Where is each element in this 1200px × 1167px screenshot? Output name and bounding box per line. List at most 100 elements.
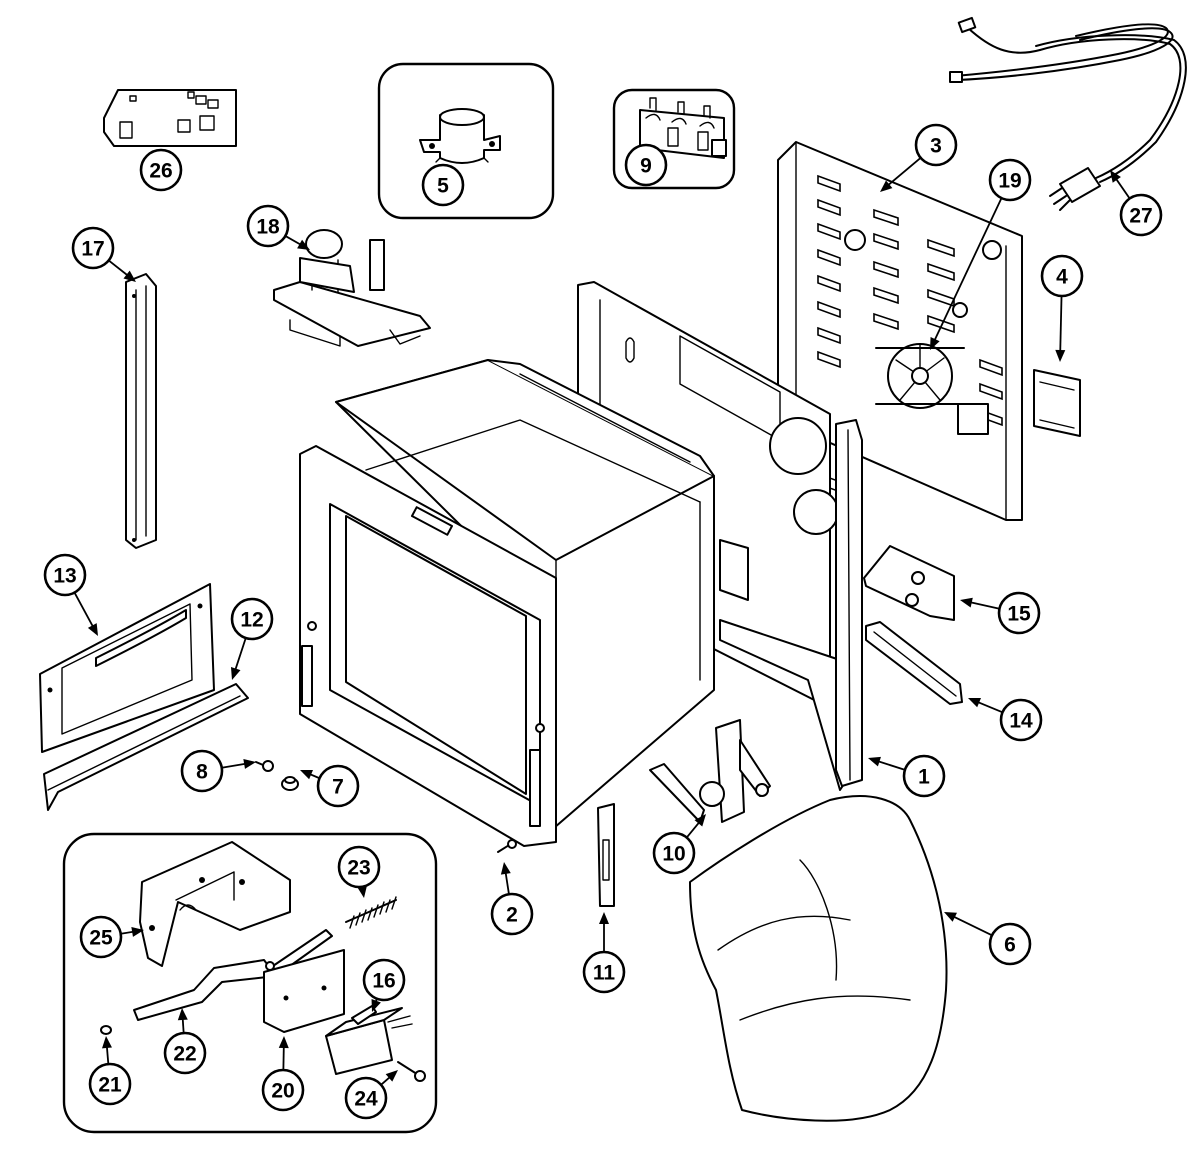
callout-3: 3 [914, 123, 958, 167]
leader-arrow-11 [599, 912, 609, 924]
callout-25: 25 [79, 915, 123, 959]
callout-circle-1 [902, 754, 946, 798]
leader-arrow-16 [371, 999, 381, 1012]
leader-arrow-20 [278, 1036, 289, 1049]
callout-number-20: 20 [271, 1080, 294, 1103]
callout-number-19: 19 [998, 170, 1021, 193]
callout-24: 24 [344, 1076, 388, 1120]
callout-number-25: 25 [89, 927, 113, 950]
callout-4: 4 [1040, 254, 1084, 298]
part-19-convection-fan [875, 343, 965, 409]
callout-1: 1 [902, 754, 946, 798]
callout-number-9: 9 [640, 155, 652, 178]
callout-circle-27 [1119, 193, 1163, 237]
callout-circle-13 [43, 553, 87, 597]
leader-arrow-7 [300, 770, 313, 780]
callout-number-12: 12 [240, 609, 263, 632]
callout-number-26: 26 [149, 160, 172, 183]
callout-circle-14 [999, 698, 1043, 742]
callout-14: 14 [999, 698, 1043, 742]
callout-8: 8 [180, 749, 224, 793]
part-27-power-cord [949, 16, 1187, 211]
leader-arrow-22 [177, 1008, 188, 1021]
part-14-angle-bracket [865, 621, 963, 705]
leader-arrow-10 [694, 814, 706, 827]
callout-15: 15 [997, 591, 1041, 635]
part-13-bracket-panel [39, 583, 215, 753]
callout-6: 6 [988, 922, 1032, 966]
callout-number-4: 4 [1056, 266, 1068, 289]
part-26-control-board [103, 89, 237, 147]
callout-circle-9 [624, 143, 668, 187]
part-5-thermal-fuse [419, 108, 501, 164]
leader-line-6 [949, 913, 993, 937]
leader-arrow-13 [87, 623, 98, 636]
callout-number-1: 1 [918, 766, 930, 789]
callout-number-16: 16 [372, 970, 395, 993]
callout-number-8: 8 [196, 761, 208, 784]
callout-number-10: 10 [662, 843, 685, 866]
callout-number-7: 7 [332, 776, 344, 799]
part-10-door-hinge [649, 719, 771, 823]
leader-arrow-18 [297, 239, 310, 250]
part-17-vertical-rail [125, 273, 157, 549]
callout-circle-22 [163, 1031, 207, 1075]
callout-circle-8 [180, 749, 224, 793]
callout-23: 23 [337, 845, 381, 889]
callout-circle-5 [421, 163, 465, 207]
part-18-latch-motor [273, 229, 431, 347]
callout-circle-18 [246, 204, 290, 248]
leader-arrow-17 [123, 270, 136, 282]
part-9-terminal-block [639, 97, 727, 159]
callout-17: 17 [71, 226, 115, 270]
part-16-microswitch [325, 1005, 413, 1075]
callout-circle-24 [344, 1076, 388, 1120]
callout-18: 18 [246, 204, 290, 248]
callout-circle-26 [139, 148, 183, 192]
leader-arrow-14 [968, 697, 981, 708]
leader-arrow-1 [868, 756, 881, 767]
door-latch-inset [62, 832, 438, 1134]
callout-12: 12 [230, 597, 274, 641]
callout-circle-3 [914, 123, 958, 167]
leader-line-12 [233, 637, 247, 675]
part-9-inset [612, 88, 736, 190]
callout-number-6: 6 [1004, 934, 1016, 957]
leader-line-4 [1059, 295, 1063, 357]
part-12-angle-strip [43, 683, 249, 811]
leader-arrow-15 [960, 597, 973, 608]
oven-cavity [299, 359, 715, 847]
callout-number-24: 24 [354, 1088, 378, 1111]
part-6-insulation [689, 795, 948, 1122]
callout-circle-17 [71, 226, 115, 270]
part-11-hinge-receptacle [597, 803, 615, 907]
callout-11: 11 [582, 950, 626, 994]
leader-arrow-25 [131, 926, 144, 937]
callout-circle-20 [261, 1068, 305, 1112]
callout-7: 7 [316, 764, 360, 808]
leader-arrow-12 [230, 667, 241, 680]
callout-circle-6 [988, 922, 1032, 966]
callout-circle-10 [652, 831, 696, 875]
leader-line-3 [884, 157, 922, 189]
callout-number-23: 23 [347, 857, 370, 880]
part-2-screw [497, 839, 517, 853]
callout-circle-21 [88, 1062, 132, 1106]
callout-27: 27 [1119, 193, 1163, 237]
callout-number-18: 18 [256, 216, 280, 239]
callout-number-17: 17 [81, 238, 104, 261]
callout-10: 10 [652, 831, 696, 875]
part-8-screw [255, 760, 274, 772]
callout-circle-11 [582, 950, 626, 994]
part-15-bracket [863, 545, 955, 621]
leader-arrow-27 [1110, 170, 1121, 183]
part-25-latch-bracket [139, 841, 291, 967]
leader-arrow-24 [385, 1070, 398, 1082]
callout-2: 2 [490, 892, 534, 936]
callout-number-21: 21 [98, 1074, 122, 1097]
leader-arrow-4 [1055, 349, 1066, 362]
leader-line-13 [73, 592, 96, 632]
leader-arrow-19 [930, 337, 940, 350]
callout-19: 19 [988, 158, 1032, 202]
callout-circle-4 [1040, 254, 1084, 298]
